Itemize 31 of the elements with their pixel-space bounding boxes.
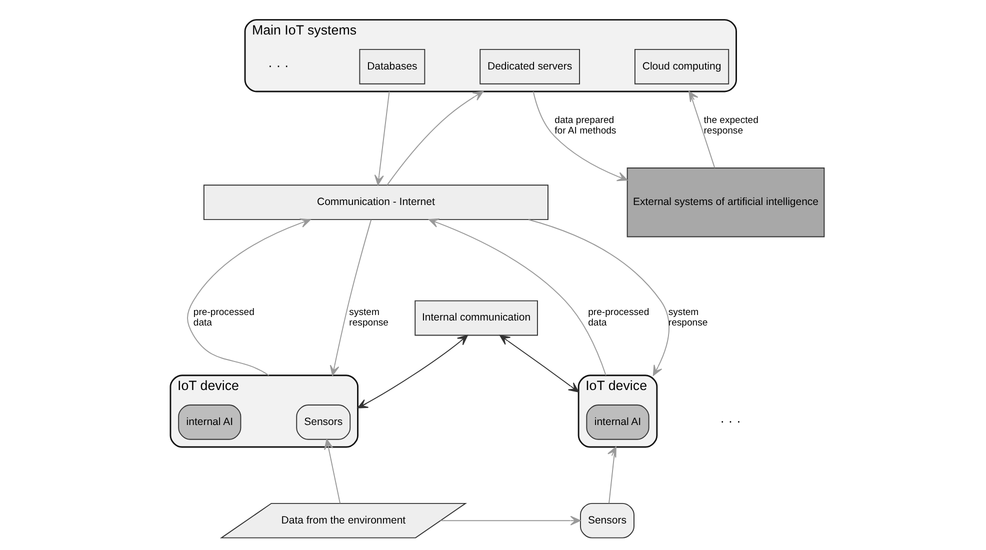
arrow — [528, 219, 669, 376]
arrow — [428, 218, 606, 376]
label: · · · — [720, 414, 740, 429]
node-box: Internal communication — [414, 300, 538, 336]
arrow — [356, 334, 468, 408]
arrow — [606, 446, 616, 504]
arrow — [324, 439, 340, 504]
arrow — [440, 516, 580, 526]
arrow — [329, 219, 372, 376]
arrow — [186, 218, 310, 376]
node-box: Databases — [358, 48, 425, 84]
arrow — [532, 91, 628, 182]
arrow — [374, 91, 390, 186]
edge-label: pre-processed data — [192, 307, 254, 329]
node-box: internal AI — [178, 404, 241, 440]
label: · · · — [268, 58, 288, 74]
edge-label: the expected response — [703, 115, 758, 137]
arrow — [498, 334, 579, 392]
node-box: Sensors — [580, 502, 634, 538]
node-box: External systems of artificial intelligence — [626, 167, 824, 238]
edge-label: system response — [348, 307, 388, 329]
edge-label: system response — [668, 307, 708, 329]
node-box: internal AI — [586, 404, 649, 440]
node-box: Sensors — [296, 404, 350, 440]
node-box: Cloud computing — [634, 48, 729, 84]
arrow — [386, 91, 484, 186]
edge-label: data prepared for AI methods — [554, 115, 616, 137]
node-box: Communication - Internet — [202, 184, 548, 220]
arrow — [688, 91, 715, 168]
edge-label: pre-processed data — [588, 307, 649, 329]
node-box: Dedicated servers — [479, 48, 580, 84]
